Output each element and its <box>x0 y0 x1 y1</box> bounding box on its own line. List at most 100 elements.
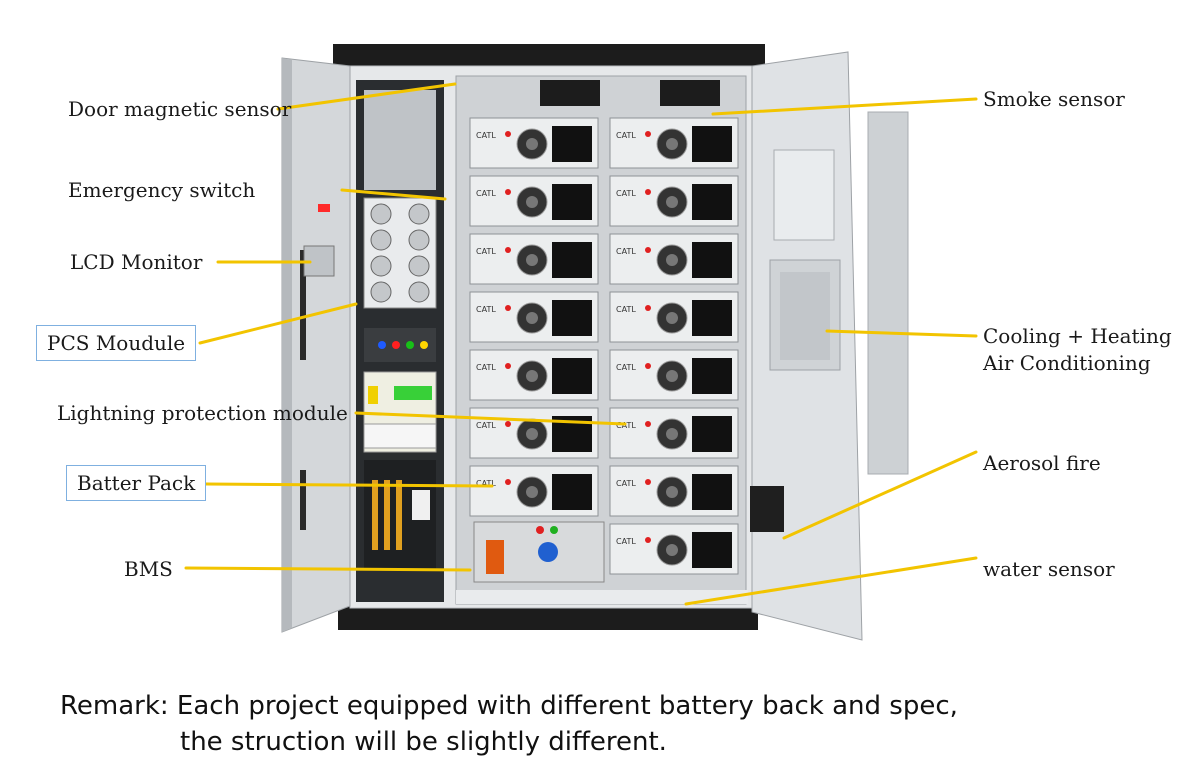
right-door-window <box>780 272 830 360</box>
bms-led-red <box>536 526 544 534</box>
module-dark-panel <box>552 126 592 162</box>
controller-switch <box>368 386 378 404</box>
cabinet-top <box>333 44 765 68</box>
leader-pcs-module <box>198 302 358 345</box>
module-brand-label: CATL <box>476 247 496 256</box>
module-terminal <box>645 131 651 137</box>
module-dark-panel <box>552 300 592 336</box>
module-fan-hub <box>666 196 678 208</box>
rack-top-module <box>540 80 600 106</box>
module-fan-hub <box>666 312 678 324</box>
label-water-sensor: water sensor <box>983 557 1115 581</box>
bms-dial <box>538 542 558 562</box>
module-dark-panel <box>692 474 732 510</box>
pcs-fan <box>370 229 392 251</box>
controller-display <box>394 386 432 400</box>
busbar-2 <box>384 480 390 550</box>
module-brand-label: CATL <box>616 479 636 488</box>
pcs-fan <box>408 203 430 225</box>
floor-strip <box>456 590 748 604</box>
module-terminal <box>645 363 651 369</box>
module-fan-hub <box>666 544 678 556</box>
leader-water-sensor <box>684 556 978 606</box>
module-terminal <box>505 363 511 369</box>
module-fan-hub <box>666 428 678 440</box>
module-brand-label: CATL <box>616 131 636 140</box>
module-dark-panel <box>692 358 732 394</box>
indicator-yellow <box>420 341 428 349</box>
module-brand-label: CATL <box>616 421 636 430</box>
leader-lightning <box>354 411 627 426</box>
module-dark-panel <box>692 126 732 162</box>
upper-panel <box>364 90 436 190</box>
module-brand-label: CATL <box>476 479 496 488</box>
left-door <box>281 57 351 633</box>
module-terminal <box>645 421 651 427</box>
busbar-1 <box>372 480 378 550</box>
red-indicator <box>318 204 330 212</box>
module-brand-label: CATL <box>616 189 636 198</box>
rack-top-module-2 <box>660 80 720 106</box>
module-fan-hub <box>526 138 538 150</box>
label-lightning-protection: Lightning protection module <box>57 401 348 425</box>
module-terminal <box>645 479 651 485</box>
label-emergency-switch: Emergency switch <box>68 178 256 202</box>
left-door-handle <box>300 250 306 360</box>
module-terminal <box>505 479 511 485</box>
label-aerosol-fire: Aerosol fire <box>983 451 1101 475</box>
module-dark-panel <box>692 300 732 336</box>
battery-modules: CATL CATL CATL CATL CATL CATL CATL CATL CATL CATL… <box>469 117 739 575</box>
module-terminal <box>505 131 511 137</box>
module-brand-label: CATL <box>616 305 636 314</box>
label-battery-pack: Batter Pack <box>66 465 207 501</box>
module-fan-hub <box>526 312 538 324</box>
module-fan-hub <box>526 428 538 440</box>
module-terminal <box>505 421 511 427</box>
terminal-block <box>412 490 430 520</box>
aerosol-device <box>750 486 784 532</box>
side-panel <box>867 111 909 475</box>
module-dark-panel <box>552 358 592 394</box>
remark-line-1: Remark: Each project equipped with diffe… <box>60 691 958 721</box>
leader-battery-pack <box>204 482 494 488</box>
module-terminal <box>645 305 651 311</box>
label-door-magnetic-sensor: Door magnetic sensor <box>68 97 292 121</box>
module-fan-hub <box>526 254 538 266</box>
module-terminal <box>505 247 511 253</box>
module-brand-label: CATL <box>616 363 636 372</box>
left-door-edge <box>282 58 292 632</box>
module-terminal <box>505 189 511 195</box>
module-dark-panel <box>692 416 732 452</box>
label-smoke-sensor: Smoke sensor <box>983 87 1125 111</box>
leader-cooling <box>825 329 978 338</box>
cabinet-base <box>338 606 758 630</box>
module-brand-label: CATL <box>476 131 496 140</box>
label-cooling-line1: Cooling + Heating <box>983 324 1172 348</box>
module-dark-panel <box>552 474 592 510</box>
label-bms: BMS <box>124 557 173 581</box>
module-terminal <box>645 189 651 195</box>
module-brand-label: CATL <box>476 189 496 198</box>
bms-led-green <box>550 526 558 534</box>
pcs-fans <box>370 203 430 303</box>
label-lcd-monitor: LCD Monitor <box>70 250 203 274</box>
breaker-row <box>363 423 437 449</box>
module-dark-panel <box>692 242 732 278</box>
leader-aerosol <box>782 450 978 540</box>
indicator-red <box>392 341 400 349</box>
remark: Remark: Each project equipped with diffe… <box>60 688 958 760</box>
leader-door-sensor <box>276 82 457 111</box>
leader-bms <box>184 566 472 572</box>
busbar-3 <box>396 480 402 550</box>
cabinet-diagram: CATL CATL CATL CATL CATL CATL CATL CATL CATL CATL… <box>184 44 978 641</box>
indicator-blue <box>378 341 386 349</box>
pcs-fan <box>370 281 392 303</box>
module-fan-hub <box>666 138 678 150</box>
remark-line-2: the struction will be slightly different… <box>180 727 667 757</box>
module-fan-hub <box>666 370 678 382</box>
module-brand-label: CATL <box>476 363 496 372</box>
pcs-fan <box>408 281 430 303</box>
module-brand-label: CATL <box>476 305 496 314</box>
label-cooling-line2: Air Conditioning <box>983 351 1151 375</box>
pcs-fan <box>370 203 392 225</box>
